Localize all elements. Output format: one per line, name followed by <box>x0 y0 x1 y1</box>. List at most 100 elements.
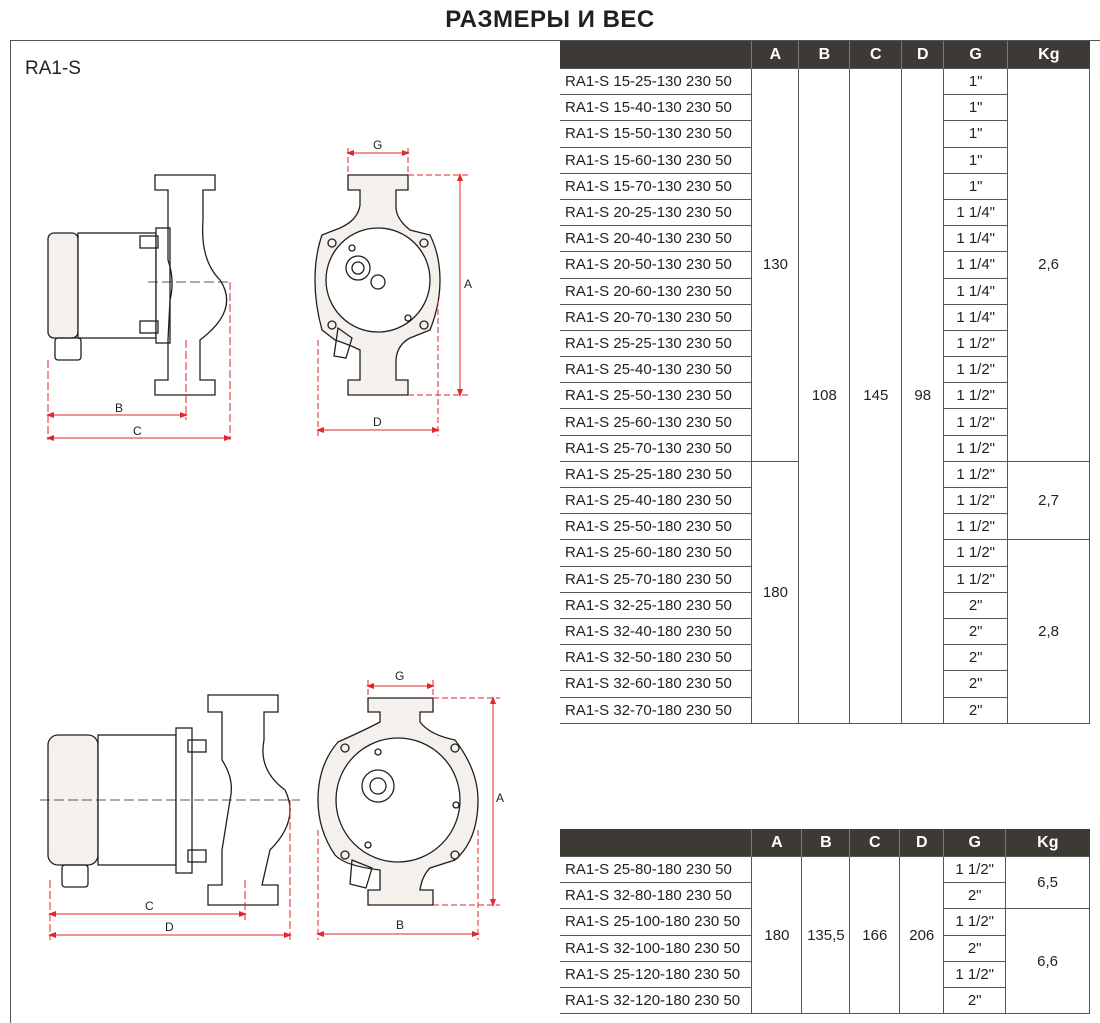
model-cell: RA1-S 25-70-130 230 50 <box>560 434 753 462</box>
frame-top-line <box>10 40 1100 41</box>
dim-d-label-bottom: D <box>165 920 174 934</box>
header-kg: Kg <box>1007 41 1090 69</box>
g-cell: 1 1/2" <box>943 960 1007 988</box>
g-cell: 2" <box>943 617 1009 646</box>
table-row: RA1-S 25-70-180 230 50 1 1/2" <box>560 565 1090 593</box>
a-cell: 180 <box>751 855 803 1015</box>
dim-d-label: D <box>373 415 382 429</box>
g-cell: 2" <box>943 986 1007 1015</box>
model-cell: RA1-S 15-70-130 230 50 <box>560 172 753 200</box>
header-a: A <box>751 829 802 857</box>
table-row: RA1-S 15-40-130 230 50 1" <box>560 94 1090 122</box>
model-cell: RA1-S 15-25-130 230 50 <box>560 67 753 96</box>
pump-drawings: B C G A D <box>40 138 504 940</box>
page-title: РАЗМЕРЫ И ВЕС <box>445 6 655 33</box>
header-a: A <box>751 41 799 69</box>
model-cell: RA1-S 25-70-180 230 50 <box>560 565 753 593</box>
kg-cell: 2,7 <box>1007 460 1090 541</box>
model-cell: RA1-S 15-50-130 230 50 <box>560 120 753 148</box>
g-cell: 1 1/2" <box>943 908 1007 936</box>
table-row: RA1-S 25-120-180 230 50 1 1/2" <box>560 960 1090 988</box>
model-cell: RA1-S 32-120-180 230 50 <box>560 986 753 1015</box>
g-cell: 1 1/4" <box>943 225 1009 253</box>
g-cell: 1 1/4" <box>943 198 1009 227</box>
model-cell: RA1-S 25-50-130 230 50 <box>560 382 753 410</box>
model-cell: RA1-S 25-60-130 230 50 <box>560 408 753 436</box>
kg-cell: 6,6 <box>1005 908 1090 1015</box>
header-g: G <box>943 41 1008 69</box>
g-cell: 1 1/2" <box>943 486 1009 515</box>
g-cell: 1" <box>943 120 1009 148</box>
g-cell: 1" <box>943 146 1009 174</box>
g-cell: 1 1/2" <box>943 460 1009 489</box>
model-cell: RA1-S 25-80-180 230 50 <box>560 855 753 884</box>
dim-g-label: G <box>373 138 382 152</box>
g-cell: 1 1/2" <box>943 855 1007 884</box>
model-cell: RA1-S 15-40-130 230 50 <box>560 94 753 122</box>
model-cell: RA1-S 32-50-180 230 50 <box>560 644 753 672</box>
kg-cell: 2,8 <box>1007 539 1090 724</box>
g-cell: 1 1/2" <box>943 382 1009 410</box>
d-cell: 98 <box>901 68 945 724</box>
d-cell: 206 <box>899 855 945 1015</box>
table-row: RA1-S 32-25-180 230 50 2" <box>560 591 1090 619</box>
kg-cell: 2,6 <box>1007 68 1090 462</box>
g-cell: 1 1/4" <box>943 251 1009 279</box>
g-cell: 2" <box>943 696 1009 724</box>
model-label: RA1-S <box>25 58 81 79</box>
dim-g-label-bottom: G <box>395 669 404 683</box>
model-cell: RA1-S 25-60-180 230 50 <box>560 539 753 567</box>
model-cell: RA1-S 25-25-130 230 50 <box>560 329 753 358</box>
g-cell: 1 1/2" <box>943 513 1009 541</box>
g-cell: 1 1/2" <box>943 356 1009 384</box>
g-cell: 1" <box>943 67 1009 96</box>
frame-left-line <box>10 40 11 1023</box>
header-d: D <box>899 829 944 857</box>
g-cell: 2" <box>943 934 1007 962</box>
a-cell: 180 <box>751 460 800 724</box>
g-cell: 2" <box>943 882 1007 910</box>
model-cell: RA1-S 20-70-130 230 50 <box>560 303 753 331</box>
model-cell: RA1-S 32-100-180 230 50 <box>560 934 753 962</box>
dim-c-label: C <box>133 424 142 438</box>
dim-b-label: B <box>115 401 123 415</box>
table-row: RA1-S 25-60-180 230 50 1 1/2"2,8 <box>560 539 1090 724</box>
g-cell: 1 1/2" <box>943 565 1009 593</box>
table-header-row: A B C D G Kg <box>560 41 1090 69</box>
header-d: D <box>901 41 944 69</box>
top-front-dims <box>316 148 470 436</box>
model-cell: RA1-S 32-80-180 230 50 <box>560 882 753 910</box>
table-row: RA1-S 15-50-130 230 50 1" <box>560 120 1090 148</box>
header-b: B <box>801 829 850 857</box>
model-cell: RA1-S 15-60-130 230 50 <box>560 146 753 174</box>
g-cell: 1" <box>943 94 1009 122</box>
dim-b-label-bottom: B <box>396 918 404 932</box>
model-cell: RA1-S 32-25-180 230 50 <box>560 591 753 619</box>
header-blank <box>560 41 752 69</box>
g-cell: 2" <box>943 670 1009 698</box>
table-row: RA1-S 20-70-130 230 50 1 1/4" <box>560 303 1090 331</box>
model-cell: RA1-S 25-120-180 230 50 <box>560 960 753 988</box>
model-cell: RA1-S 20-60-130 230 50 <box>560 277 753 305</box>
bottom-front-view <box>317 697 479 906</box>
g-cell: 1 1/4" <box>943 303 1009 331</box>
b-cell: 108 <box>798 68 851 724</box>
model-cell: RA1-S 20-25-130 230 50 <box>560 198 753 227</box>
top-front-view <box>314 174 441 396</box>
table-header-row: A B C D G Kg <box>560 829 1090 857</box>
table-row: RA1-S 15-60-130 230 50 1" <box>560 146 1090 174</box>
g-cell: 2" <box>943 591 1009 619</box>
header-blank <box>560 829 752 857</box>
